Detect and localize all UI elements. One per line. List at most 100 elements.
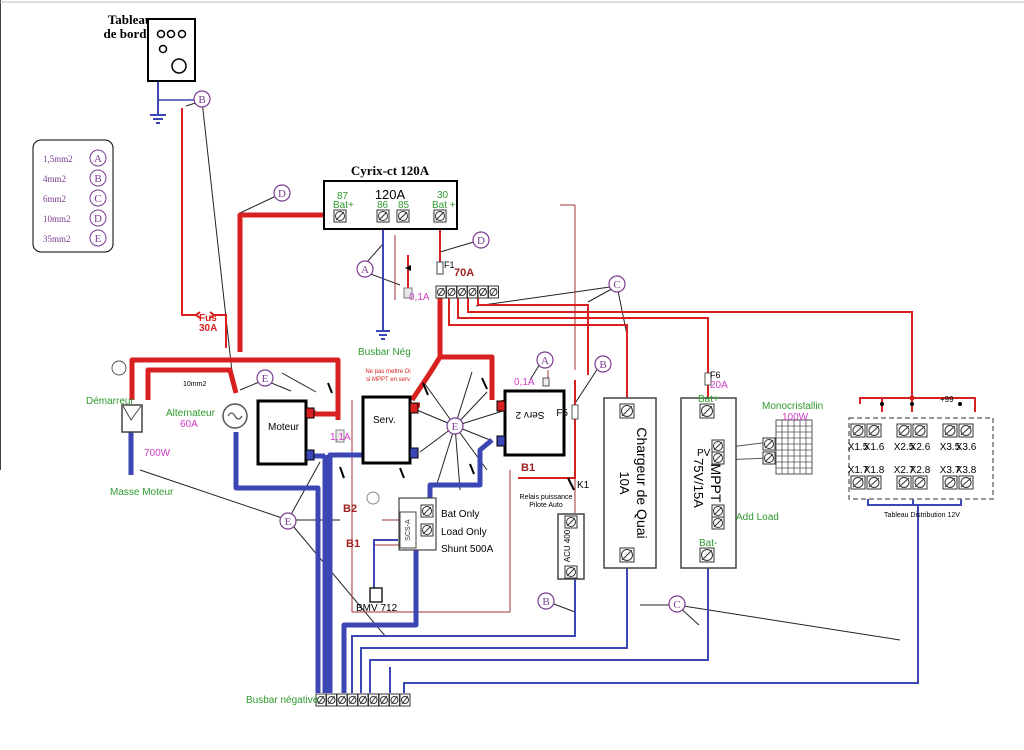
- gauge-3: [177, 29, 187, 39]
- f6-rating: 20A: [710, 380, 728, 391]
- gauge-1: [156, 29, 166, 39]
- charger-rating: 10A: [617, 471, 632, 494]
- battery-moteur: [256, 399, 315, 466]
- b1-bottom-label: B1: [346, 538, 360, 550]
- demarreur-label: Démarreur: [86, 396, 134, 407]
- dashboard: Tableau de bord: [104, 12, 196, 82]
- relay-power-line-1: Relais puissance: [520, 494, 573, 501]
- mppt-term-batminus: [699, 547, 715, 563]
- distrib-term-label: X2.6: [910, 442, 931, 453]
- legend-size: 35mm2: [43, 234, 71, 244]
- shore-charger: Chargeur de Quai 10A: [603, 397, 657, 569]
- acu-term-bottom: [564, 565, 578, 579]
- busbar-neg-screw: [315, 693, 327, 707]
- mppt-term-load2: [711, 516, 725, 530]
- solar-term-1: [762, 437, 776, 451]
- busbar-neg-screw: [336, 693, 348, 707]
- busbar-neg-screw: [357, 693, 369, 707]
- distrib-term-label: X3.5: [940, 442, 961, 453]
- relay-title: Cyrix-ct 120A: [351, 163, 430, 178]
- marker-c-bottom: C: [673, 599, 680, 611]
- junction-dots-red: [909, 395, 915, 401]
- shunt-label: Shunt 500A: [441, 544, 494, 555]
- distrib-term-bottom: [850, 475, 866, 490]
- charger-term-top: [619, 403, 635, 419]
- relay-rating: 120A: [375, 187, 406, 202]
- relay-terminal-30: 30: [437, 190, 449, 201]
- distrib-term-top: [912, 423, 928, 438]
- marker-a-top: A: [361, 264, 369, 276]
- leader-lines: [139, 100, 901, 641]
- mppt-term-load1: [711, 504, 725, 518]
- switch-icon: [405, 265, 411, 271]
- gauge-4: [158, 44, 168, 54]
- busbar-neg-bottom-label: Busbar négative: [246, 695, 319, 706]
- positive-wires-thin: [181, 108, 976, 479]
- distrib-term-top: [850, 423, 866, 438]
- tb70-screw: [467, 285, 478, 299]
- fuse-30a: [194, 311, 216, 319]
- mppt-bat-plus-label: Bat+: [698, 394, 719, 405]
- cyrix-relay: Cyrix-ct 120A 120A 87 Bat+ 86 85 30 Bat …: [323, 163, 458, 230]
- marker-b-dash: B: [198, 94, 205, 106]
- switch-circle: [366, 491, 380, 505]
- battery-moteur-label: Moteur: [268, 422, 300, 433]
- relay-screw-85: [396, 209, 410, 223]
- solar-label: Monocristallin: [762, 401, 823, 412]
- fuse-11a: [335, 429, 345, 443]
- terminal-block-70a: [435, 285, 499, 299]
- marker-circle: [273, 184, 291, 202]
- dashboard-box: [147, 18, 196, 82]
- battery-serv-label: Serv.: [373, 415, 396, 426]
- distrib-term-bottom: [958, 475, 974, 490]
- marker-e-left: E: [262, 373, 269, 385]
- ground-icon: [150, 82, 166, 124]
- distrib-term-bottom: [912, 475, 928, 490]
- relay-terminal-86: 86: [377, 200, 389, 211]
- mppt-pv-label: PV: [697, 448, 711, 459]
- relay-power-line-2: Pilote Auto: [529, 502, 563, 509]
- positive-wires-main: [129, 212, 507, 420]
- busbar-neg-screw: [347, 693, 358, 707]
- marker-b-acu: B: [542, 596, 549, 608]
- marker-c-top: C: [613, 279, 620, 291]
- wire-10mm2-label: 10mm2: [183, 381, 206, 388]
- f1-fuse: [436, 261, 444, 275]
- solar-panel: [762, 419, 813, 475]
- charger-term-bottom: [619, 547, 635, 563]
- busbar-neg-screw: [399, 693, 411, 707]
- marker-circle: [668, 595, 686, 613]
- marker-circle: [472, 231, 490, 249]
- fuse-01a-right-label: 0,1A: [514, 377, 535, 388]
- busbar-neg-ground-icon: [376, 330, 390, 340]
- distrib-term-top: [958, 423, 974, 438]
- starter-motor: [111, 360, 143, 433]
- b1-top-label: B1: [521, 462, 535, 474]
- mppt-bat-minus-label: Bat-: [699, 538, 717, 549]
- fuse-f6: [704, 372, 712, 386]
- indicator-circle: [111, 360, 127, 376]
- busbar-neg-screw: [378, 693, 390, 707]
- tb70-screw: [456, 285, 468, 299]
- distrib-term-label: X1.7: [848, 465, 869, 476]
- busbar-negative: [315, 693, 411, 707]
- legend-size: 1,5mm2: [43, 154, 73, 164]
- relay-screw-87: [333, 209, 347, 223]
- marker-d-right: D: [477, 235, 485, 247]
- alternator: [222, 403, 248, 429]
- busbar-neg-screw: [326, 693, 337, 707]
- relay-terminal-87-label: Bat+: [333, 200, 354, 211]
- fus-rating: 30A: [199, 323, 217, 334]
- marker-d-left: D: [278, 188, 286, 200]
- marker-circle: [536, 351, 554, 369]
- gauge-2: [166, 29, 176, 39]
- mppt-label: MPPT: [708, 464, 724, 503]
- distrib-term-top: [866, 423, 882, 438]
- alternateur-label: Alternateur: [166, 408, 216, 419]
- solar-power: 100W: [782, 412, 809, 423]
- distrib-title: Tableau Distribution 12V: [884, 512, 960, 519]
- marker-circle: [256, 369, 274, 387]
